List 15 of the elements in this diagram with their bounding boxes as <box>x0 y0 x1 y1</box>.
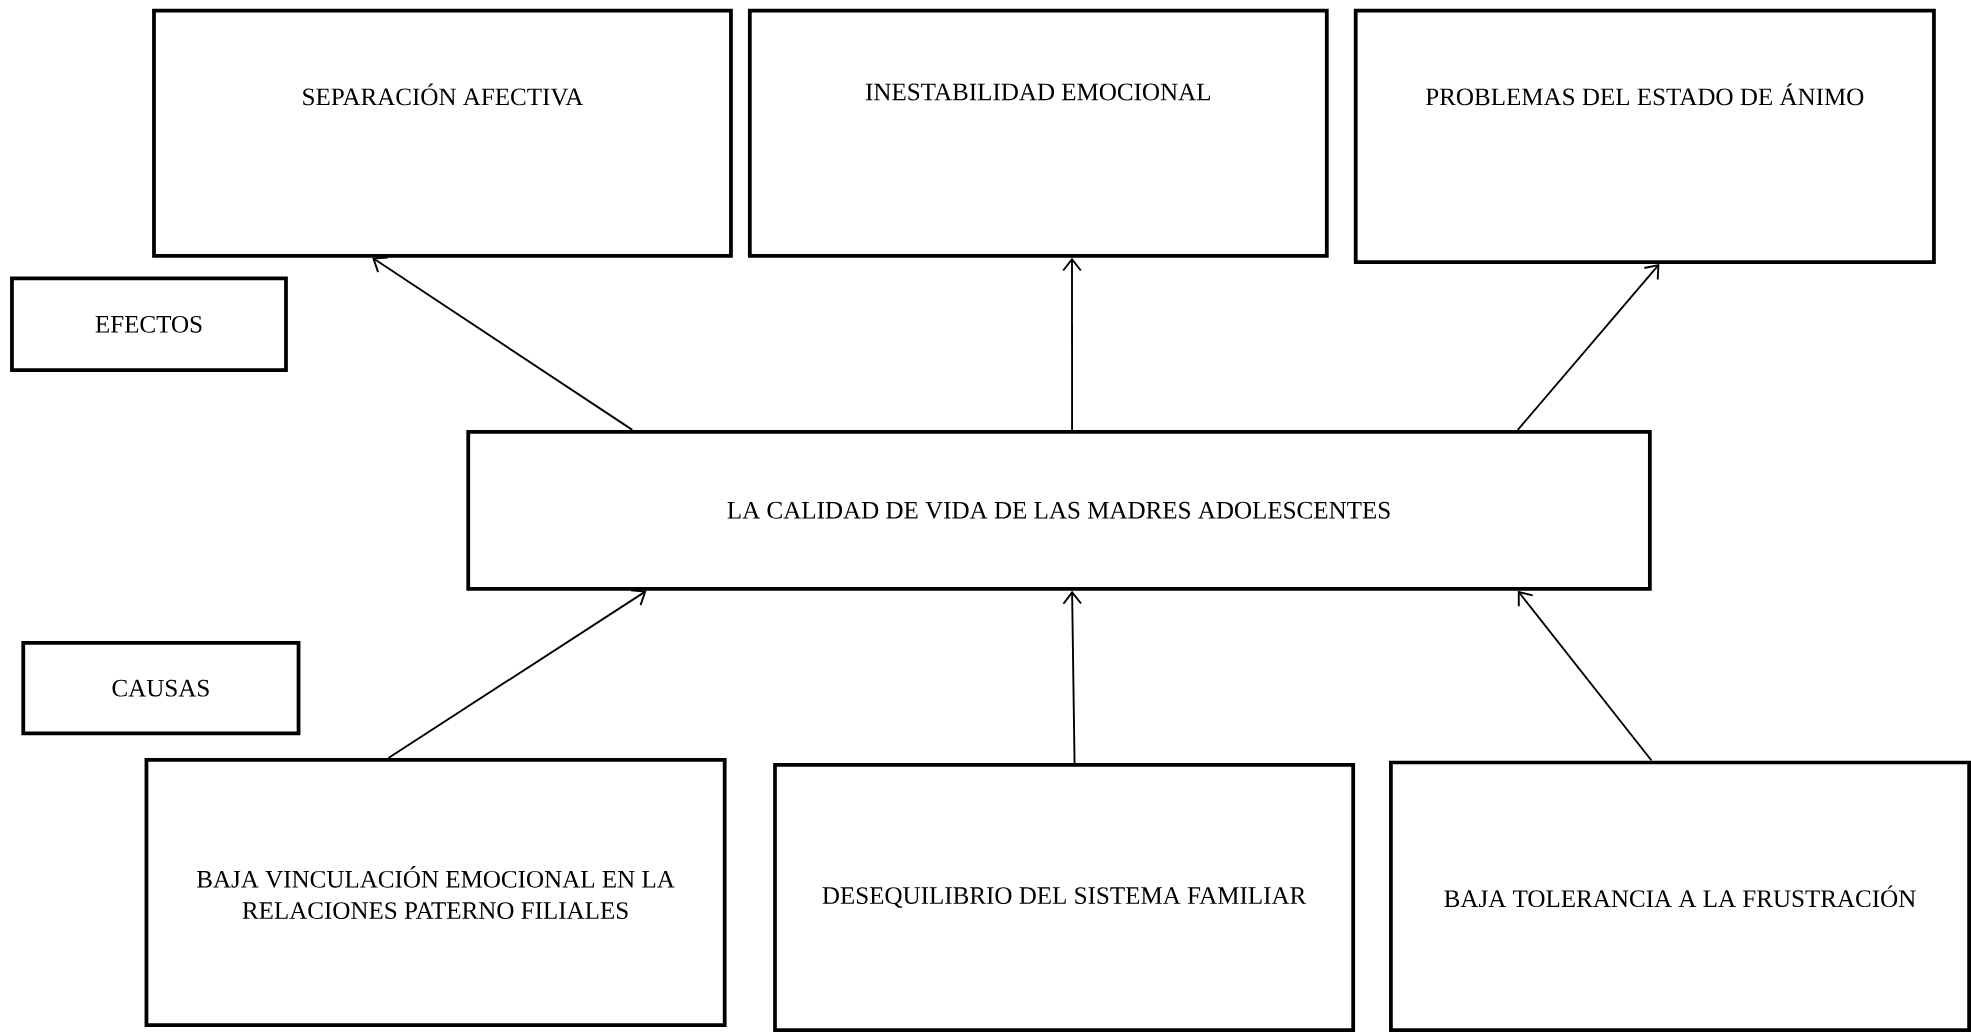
cause-box: DESEQUILIBRIO DEL SISTEMA FAMILIAR <box>773 763 1356 1032</box>
arrow <box>1517 590 1653 762</box>
arrow <box>372 256 634 431</box>
cause-box: BAJA VINCULACIÓN EMOCIONAL EN LA RELACIONES PATERNO FILIALES <box>144 758 727 1027</box>
arrow <box>1062 257 1082 431</box>
effect-box: SEPARACIÓN AFECTIVA <box>152 8 733 258</box>
arrow <box>1062 590 1082 764</box>
arrow <box>387 589 647 759</box>
arrow <box>1516 263 1660 431</box>
effect-box: INESTABILIDAD EMOCIONAL <box>747 8 1329 258</box>
effect-box: PROBLEMAS DEL ESTADO DE ÁNIMO <box>1353 8 1936 264</box>
section-label-box: CAUSAS <box>21 641 301 736</box>
section-label-box: EFECTOS <box>10 276 288 373</box>
problem-box: LA CALIDAD DE VIDA DE LAS MADRES ADOLESCENTES <box>466 429 1652 591</box>
cause-box: BAJA TOLERANCIA A LA FRUSTRACIÓN <box>1389 760 1971 1032</box>
